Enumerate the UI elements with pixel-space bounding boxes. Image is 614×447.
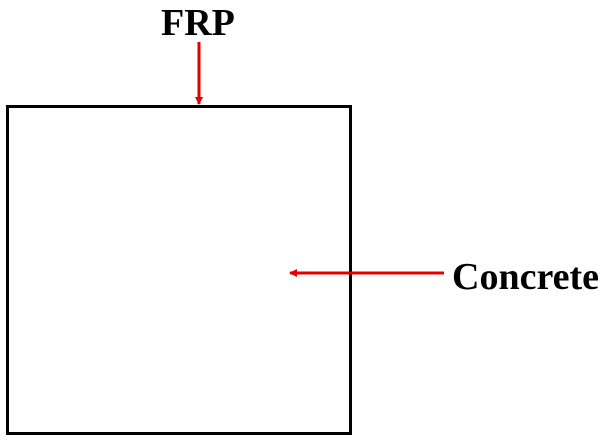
- section-outline: [6, 105, 352, 435]
- frp-label: FRP: [161, 2, 235, 44]
- concrete-label: Concrete: [452, 256, 600, 298]
